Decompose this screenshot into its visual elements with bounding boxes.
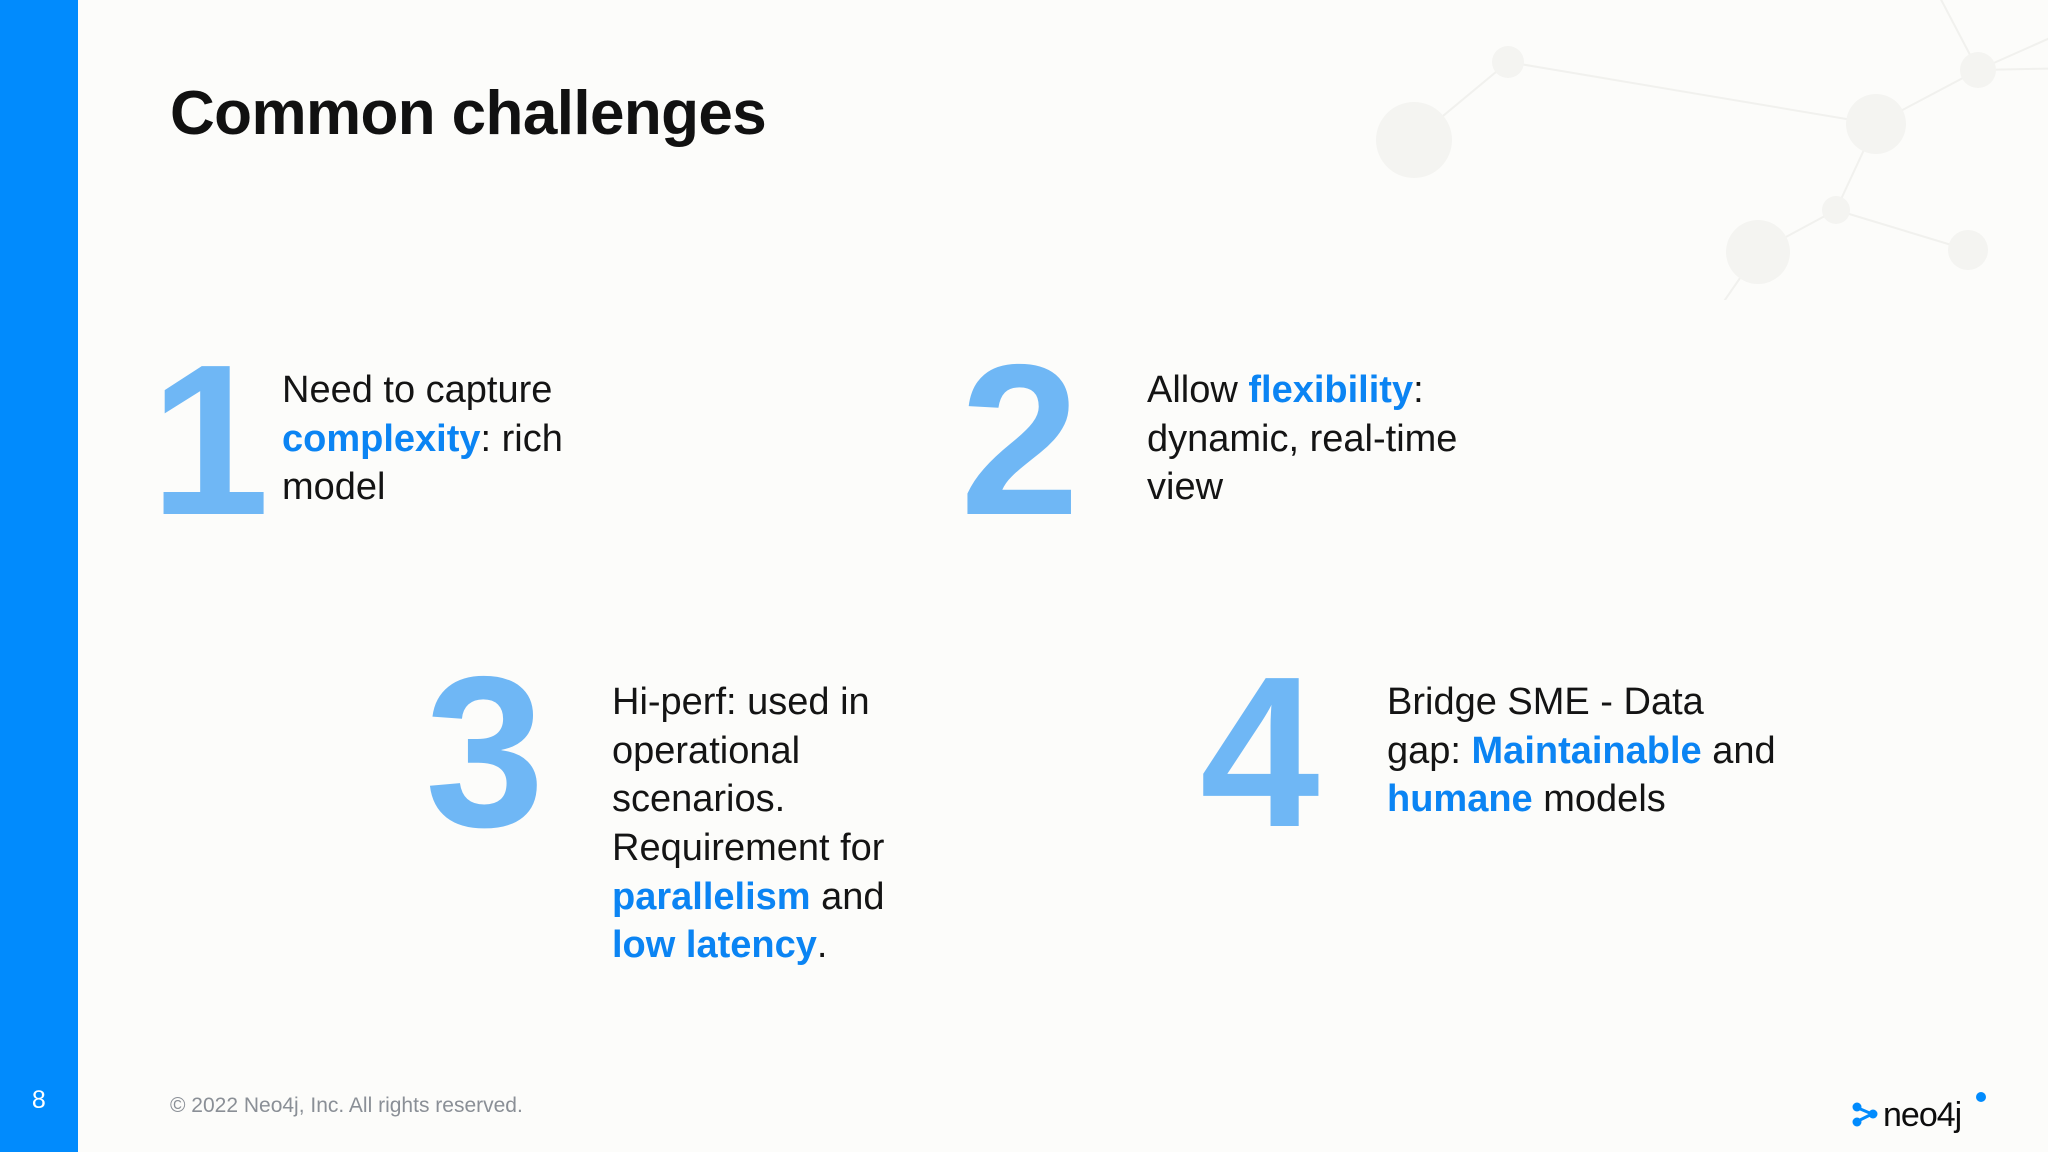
item-text-3: Hi-perf: used in operational scenarios. … (612, 681, 885, 967)
svg-text:neo4j: neo4j (1883, 1096, 1961, 1134)
item-text-1: Need to capture complexity: rich model (282, 369, 563, 509)
item-number-1: 1 (150, 319, 270, 560)
copyright-notice: © 2022 Neo4j, Inc. All rights reserved. (170, 1094, 523, 1117)
challenge-item-3: 3 Hi-perf: used in operational scenarios… (425, 631, 912, 970)
item-text-4: Bridge SME - Data gap: Maintainable and … (1387, 681, 1776, 821)
challenge-item-1: 1 Need to capture complexity: rich model (150, 319, 592, 560)
challenge-item-2: 2 Allow flexibility: dynamic, real-time … (960, 319, 1497, 560)
graph-network-watermark-icon (1376, 0, 2048, 300)
left-accent-bar (0, 0, 78, 1152)
page-number: 8 (31, 1086, 47, 1114)
page-title: Common challenges (170, 79, 767, 148)
item-text-2: Allow flexibility: dynamic, real-time vi… (1147, 369, 1458, 509)
item-number-2: 2 (960, 319, 1080, 560)
neo4j-logo: neo4j (1850, 1086, 2000, 1138)
item-number-3: 3 (425, 631, 545, 872)
challenge-item-4: 4 Bridge SME - Data gap: Maintainable an… (1200, 631, 1787, 872)
item-number-4: 4 (1200, 631, 1320, 872)
neo4j-logo-icon: neo4j (1852, 1092, 1986, 1134)
